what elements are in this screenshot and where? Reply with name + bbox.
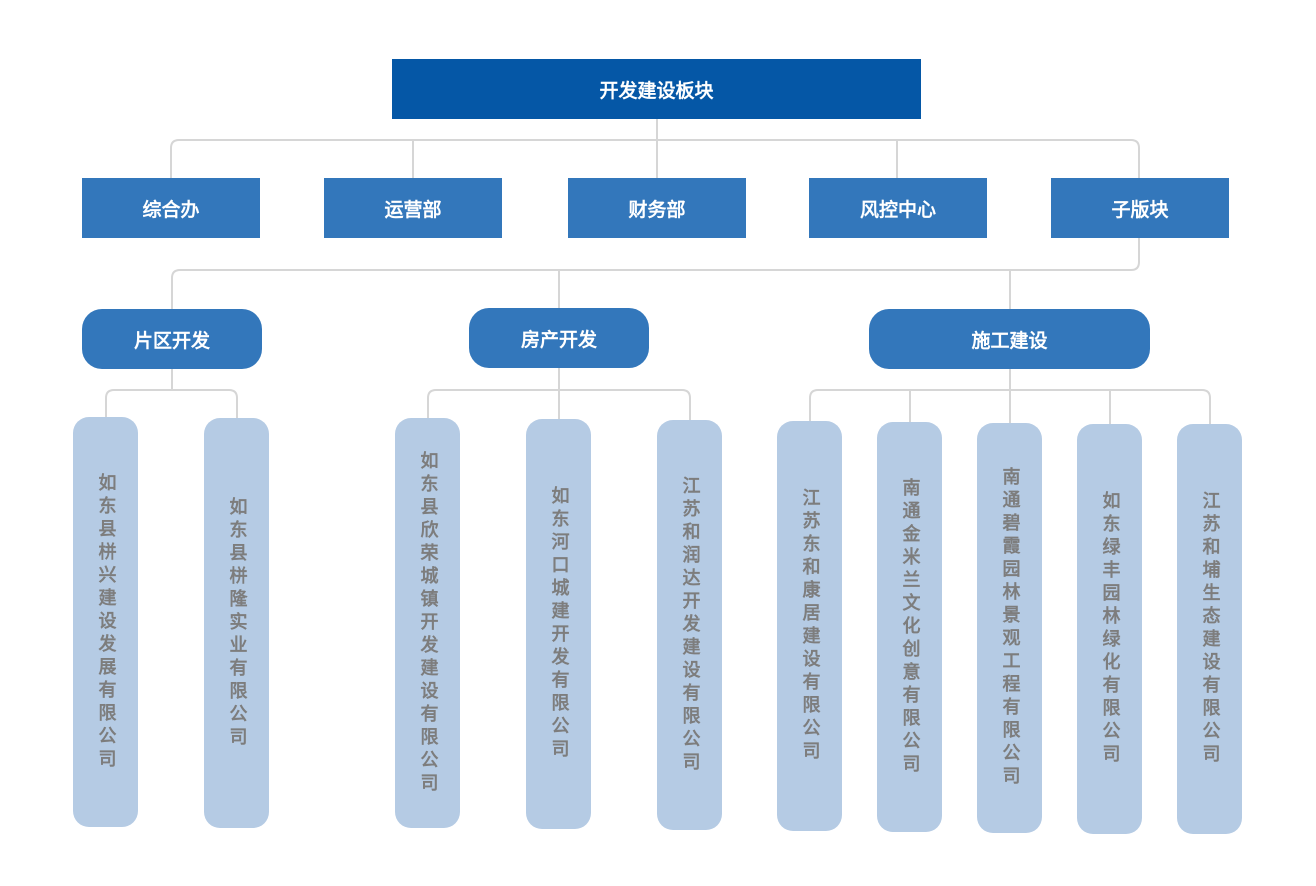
- company-node: 南通金米兰文化创意有限公司: [877, 422, 942, 832]
- company-node: 如东县栟隆实业有限公司: [204, 418, 269, 828]
- company-node: 如东县欣荣城镇开发建设有限公司: [395, 418, 460, 828]
- sub-sector-district-development: 片区开发: [82, 309, 262, 369]
- company-node: 江苏东和康居建设有限公司: [777, 421, 842, 831]
- sub-sector-construction: 施工建设: [869, 309, 1150, 369]
- department-general-office: 综合办: [82, 178, 260, 238]
- root-node: 开发建设板块: [392, 59, 921, 119]
- department-finance: 财务部: [568, 178, 746, 238]
- connector-group3-bus: [809, 369, 1211, 424]
- company-node: 如东河口城建开发有限公司: [526, 419, 591, 829]
- company-node: 南通碧霞园林景观工程有限公司: [977, 423, 1042, 833]
- department-sub-sector: 子版块: [1051, 178, 1229, 238]
- company-node: 江苏和埔生态建设有限公司: [1177, 424, 1242, 834]
- connector-subsector-bus: [171, 238, 1140, 309]
- department-risk-control: 风控中心: [809, 178, 987, 238]
- company-node: 如东绿丰园林绿化有限公司: [1077, 424, 1142, 834]
- connector-departments-bus: [170, 139, 1140, 178]
- company-node: 江苏和润达开发建设有限公司: [657, 420, 722, 830]
- sub-sector-real-estate: 房产开发: [469, 308, 649, 368]
- department-operations: 运营部: [324, 178, 502, 238]
- company-node: 如东县栟兴建设发展有限公司: [73, 417, 138, 827]
- connector-group2-bus: [427, 368, 691, 420]
- connector-group1-bus: [105, 369, 238, 418]
